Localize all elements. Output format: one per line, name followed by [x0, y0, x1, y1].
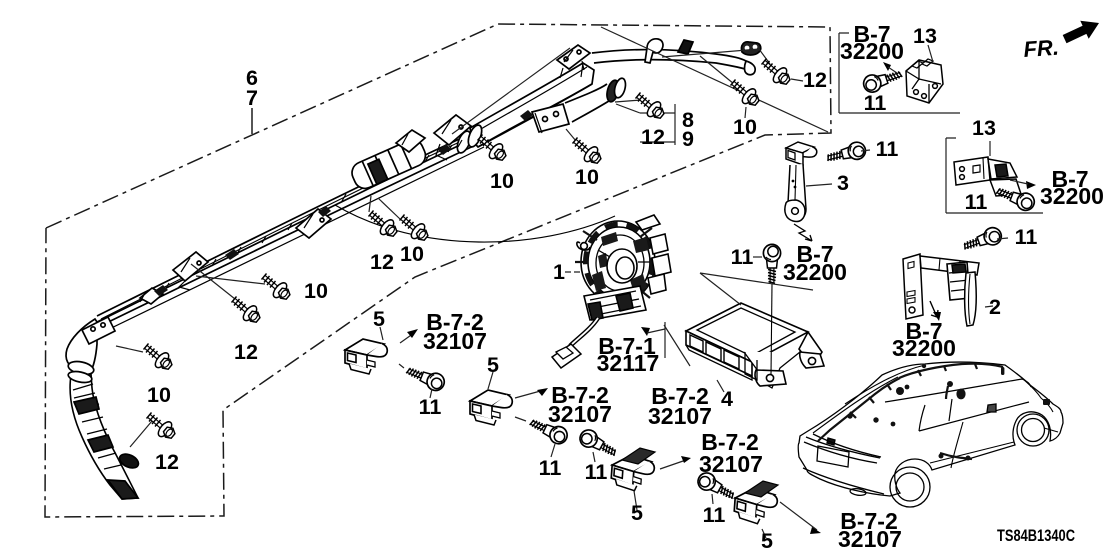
svg-text:32117: 32117: [597, 350, 660, 376]
svg-text:B-7-2: B-7-2: [651, 383, 709, 409]
svg-text:11: 11: [864, 91, 887, 115]
svg-text:12: 12: [803, 68, 827, 92]
svg-text:B-7-2: B-7-2: [701, 429, 759, 455]
svg-text:5: 5: [373, 307, 385, 331]
svg-text:32107: 32107: [423, 328, 487, 354]
svg-text:32200: 32200: [840, 38, 904, 64]
svg-text:10: 10: [490, 169, 514, 193]
svg-text:12: 12: [641, 125, 665, 149]
svg-text:32200: 32200: [892, 335, 956, 361]
svg-text:32200: 32200: [1040, 183, 1104, 209]
svg-text:11: 11: [1015, 225, 1038, 249]
svg-text:1: 1: [553, 260, 565, 284]
svg-text:11: 11: [585, 460, 608, 484]
svg-text:13: 13: [913, 24, 937, 48]
svg-text:5: 5: [631, 501, 643, 525]
svg-text:3: 3: [837, 171, 849, 195]
svg-text:10: 10: [733, 115, 757, 139]
svg-text:B-7: B-7: [796, 241, 833, 267]
svg-text:B-7-1: B-7-1: [598, 333, 656, 359]
svg-text:10: 10: [147, 383, 171, 407]
svg-text:32107: 32107: [648, 403, 712, 429]
svg-text:11: 11: [876, 137, 899, 161]
svg-text:4: 4: [721, 387, 733, 411]
svg-text:5: 5: [761, 529, 773, 553]
svg-text:10: 10: [304, 279, 328, 303]
svg-text:11: 11: [703, 503, 726, 527]
svg-text:32107: 32107: [548, 401, 612, 427]
svg-text:12: 12: [234, 340, 258, 364]
svg-text:FR.: FR.: [1023, 35, 1060, 62]
svg-text:B-7: B-7: [1051, 166, 1088, 192]
svg-text:32107: 32107: [699, 451, 763, 477]
svg-text:12: 12: [155, 450, 179, 474]
svg-text:B-7: B-7: [905, 318, 942, 344]
svg-text:6: 6: [246, 66, 258, 90]
svg-text:13: 13: [972, 116, 996, 140]
svg-text:5: 5: [487, 353, 499, 377]
svg-text:B-7-2: B-7-2: [551, 382, 609, 408]
svg-text:32200: 32200: [783, 259, 847, 285]
svg-text:7: 7: [246, 86, 258, 110]
svg-text:B-7-2: B-7-2: [426, 309, 484, 335]
svg-text:2: 2: [989, 295, 1001, 319]
svg-text:11: 11: [539, 456, 562, 480]
svg-text:12: 12: [370, 250, 394, 274]
svg-text:B-7-2: B-7-2: [840, 508, 898, 534]
svg-text:11: 11: [419, 395, 442, 419]
svg-text:B-7: B-7: [853, 21, 890, 47]
svg-text:10: 10: [400, 242, 424, 266]
svg-text:TS84B1340C: TS84B1340C: [997, 527, 1075, 545]
svg-text:11: 11: [731, 245, 754, 269]
svg-text:8: 8: [682, 108, 694, 132]
svg-text:10: 10: [575, 165, 599, 189]
svg-text:9: 9: [682, 127, 694, 151]
svg-text:11: 11: [965, 190, 988, 214]
svg-text:32107: 32107: [838, 526, 902, 552]
